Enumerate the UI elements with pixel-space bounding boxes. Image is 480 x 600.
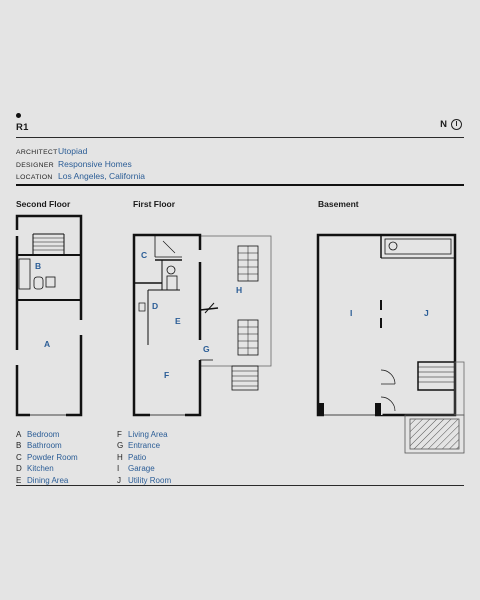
credit-row-designer: DESIGNER Responsive Homes — [16, 159, 145, 172]
room-legend-col1: A Bedroom B Bathroom C Powder Room D Kitchen… — [16, 429, 78, 486]
legend-item: C Powder Room — [16, 452, 78, 463]
room-label-b: B — [35, 261, 41, 271]
legend-name: Patio — [128, 452, 147, 462]
project-credits: ARCHITECT Utopiad DESIGNER Responsive Ho… — [16, 146, 145, 184]
legend-name: Bathroom — [27, 441, 62, 451]
plan-code: R1 — [16, 122, 29, 133]
legend-letter: J — [117, 475, 121, 485]
floor-title-first: First Floor — [133, 199, 176, 209]
bullet-dot — [16, 113, 21, 118]
north-arrow-icon — [451, 119, 462, 130]
legend-letter: B — [16, 441, 22, 451]
credit-value: Utopiad — [58, 146, 88, 156]
room-label-g: G — [203, 344, 210, 354]
credit-row-architect: ARCHITECT Utopiad — [16, 146, 145, 159]
legend-name: Dining Area — [27, 475, 69, 485]
legend-item: H Patio — [117, 452, 171, 463]
room-label-a: A — [44, 339, 50, 349]
legend-letter: D — [16, 464, 22, 474]
legend-letter: F — [117, 430, 122, 439]
credit-row-location: LOCATION Los Angeles, California — [16, 171, 145, 184]
room-label-d: D — [152, 301, 158, 311]
legend-item: E Dining Area — [16, 475, 78, 486]
room-label-e: E — [175, 316, 181, 326]
plan-second-floor — [15, 214, 83, 417]
room-label-c: C — [141, 250, 147, 260]
legend-item: G Entrance — [117, 440, 171, 451]
legend-letter: A — [16, 430, 22, 439]
north-label: N — [440, 119, 447, 130]
floor-title-basement: Basement — [318, 199, 359, 209]
header-divider — [16, 137, 464, 138]
room-label-h: H — [236, 285, 242, 295]
credit-value: Responsive Homes — [58, 158, 132, 169]
room-label-j: J — [424, 308, 429, 318]
legend-item: J Utility Room — [117, 475, 171, 486]
section-divider — [16, 184, 464, 186]
legend-item: F Living Area — [117, 429, 171, 440]
legend-item: D Kitchen — [16, 463, 78, 474]
footer-divider — [16, 485, 464, 486]
plan-basement — [316, 233, 465, 454]
room-label-f: F — [164, 370, 169, 380]
legend-item: A Bedroom — [16, 429, 78, 440]
legend-letter: H — [117, 452, 123, 462]
floor-title-second: Second Floor — [16, 199, 71, 209]
legend-name: Entrance — [128, 441, 161, 451]
legend-name: Kitchen — [27, 464, 54, 474]
credit-key: LOCATION — [16, 174, 53, 181]
legend-name: Bedroom — [27, 430, 60, 439]
credit-key: DESIGNER — [16, 161, 54, 169]
legend-name: Garage — [128, 464, 155, 474]
legend-item: B Bathroom — [16, 440, 78, 451]
legend-item: I Garage — [117, 463, 171, 474]
legend-name: Living Area — [128, 430, 168, 439]
legend-letter: I — [117, 464, 120, 474]
north-indicator: N — [440, 119, 462, 130]
legend-letter: G — [117, 441, 124, 451]
legend-letter: E — [16, 475, 22, 485]
plan-first-floor — [132, 233, 272, 417]
legend-letter: C — [16, 452, 22, 462]
credit-key: ARCHITECT — [16, 149, 58, 156]
legend-name: Powder Room — [27, 452, 78, 462]
legend-name: Utility Room — [128, 475, 172, 485]
room-label-i: I — [350, 308, 352, 318]
credit-value: Los Angeles, California — [58, 171, 145, 181]
